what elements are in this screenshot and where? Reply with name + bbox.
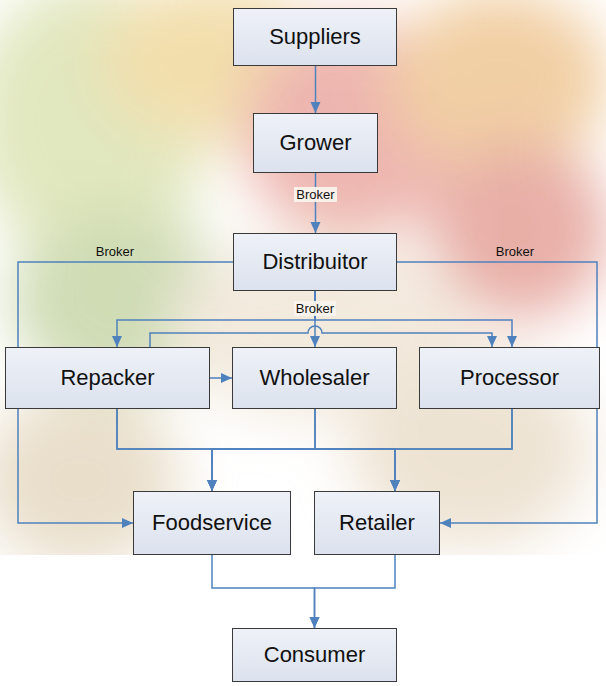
process-box: Wholesaler (232, 347, 397, 409)
node-label: Grower (279, 130, 351, 156)
edge-label: Broker (294, 187, 336, 202)
flow-arrow (212, 555, 315, 628)
flow-arrow (395, 409, 512, 491)
process-box: Distribuitor (233, 233, 397, 291)
process-box: Foodservice (133, 491, 291, 555)
flow-arrow (315, 291, 512, 347)
node-label: Wholesaler (259, 365, 369, 391)
flow-arrow (117, 291, 315, 347)
node-label: Repacker (60, 365, 154, 391)
flow-arrow (117, 409, 395, 491)
node-label: Foodservice (152, 510, 272, 536)
process-box: Suppliers (233, 8, 397, 66)
flow-arrow (315, 173, 317, 233)
process-box: Retailer (314, 491, 440, 555)
edge-label: Broker (94, 244, 136, 259)
flow-arrow (212, 409, 512, 491)
flow-arrow (315, 66, 317, 113)
process-box: Repacker (5, 347, 210, 409)
process-box: Grower (253, 113, 378, 173)
flow-arrow (117, 409, 212, 491)
edge-label: Broker (494, 244, 536, 259)
flow-arrow (210, 377, 232, 379)
node-label: Processor (460, 365, 559, 391)
flow-arrow (212, 409, 315, 491)
flow-arrow (315, 409, 395, 491)
process-box: Consumer (232, 628, 397, 682)
process-box: Processor (419, 347, 600, 409)
node-label: Distribuitor (262, 249, 367, 275)
flow-arrow (150, 326, 492, 347)
flow-arrow (315, 555, 396, 628)
edge-label: Broker (294, 301, 336, 316)
node-label: Retailer (339, 510, 415, 536)
node-label: Suppliers (269, 24, 361, 50)
node-label: Consumer (264, 642, 365, 668)
